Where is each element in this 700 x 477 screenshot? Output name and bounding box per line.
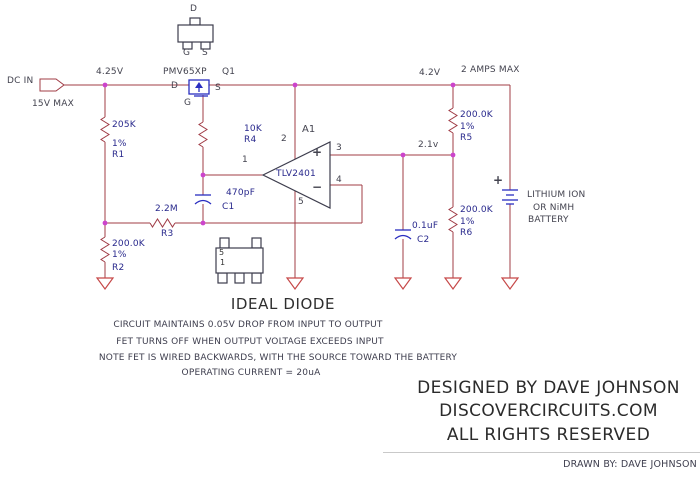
- wires: [64, 84, 511, 278]
- r3-ref: R3: [161, 229, 174, 239]
- q1-ref: Q1: [222, 67, 236, 77]
- pkg-pin-d: D: [190, 4, 198, 14]
- c1-ref: C1: [222, 202, 235, 212]
- dc-in-max: 15V MAX: [32, 99, 74, 109]
- battery-plus: +: [493, 173, 504, 187]
- resistor-r3: [149, 218, 176, 228]
- note-line-1: CIRCUIT MAINTAINS 0.05V DROP FROM INPUT …: [113, 320, 383, 330]
- r2-tol: 1%: [112, 250, 127, 260]
- mid-voltage: 2.1v: [418, 140, 439, 150]
- battery-symbol: [502, 189, 518, 205]
- r6-ref: R6: [460, 228, 473, 238]
- sot23-5-package: [215, 237, 264, 284]
- q1-drain: D: [171, 81, 179, 91]
- opamp-part: TLV2401: [276, 169, 316, 179]
- footer-divider: [383, 452, 700, 453]
- r5-tol: 1%: [460, 122, 475, 132]
- opamp-triangle: [261, 141, 331, 209]
- opamp-pin5: 5: [298, 197, 304, 207]
- sot23-package: [177, 17, 214, 50]
- c1-value: 470pF: [226, 188, 256, 198]
- q1-source: S: [215, 83, 221, 93]
- drawn-by: DRAWN BY: DAVE JOHNSON: [563, 459, 697, 470]
- r2-value: 200.0K: [112, 239, 145, 249]
- pkg-pin-s: S: [202, 48, 208, 58]
- q1-gate: G: [184, 98, 192, 108]
- note-line-3: NOTE FET IS WIRED BACKWARDS, WITH THE SO…: [98, 353, 458, 363]
- r6-value: 200.0K: [460, 205, 493, 215]
- junction-dots: [102, 82, 456, 226]
- r1-value: 205K: [112, 120, 136, 130]
- rights: ALL RIGHTS RESERVED: [446, 425, 651, 445]
- r5-value: 200.0K: [460, 110, 493, 120]
- mosfet-symbol: [188, 79, 210, 97]
- resistor-r5: [448, 107, 458, 134]
- r4-ref: R4: [244, 135, 257, 145]
- dc-in-connector: [39, 78, 65, 92]
- ground-symbols: [96, 277, 519, 290]
- r3-value: 2.2M: [155, 204, 178, 214]
- amps-max: 2 AMPS MAX: [461, 65, 520, 75]
- opamp-pin2: 2: [281, 134, 287, 144]
- note-line-2: FET TURNS OFF WHEN OUTPUT VOLTAGE EXCEED…: [116, 337, 384, 347]
- designed-by: DESIGNED BY DAVE JOHNSON: [417, 378, 680, 398]
- r2-ref: R2: [112, 263, 125, 273]
- opamp-pin3: 3: [336, 143, 342, 153]
- pkg-pin-g: G: [183, 48, 191, 58]
- battery-label-1: LITHIUM ION: [527, 190, 586, 200]
- resistor-r6: [448, 206, 458, 233]
- site-name: DISCOVERCIRCUITS.COM: [439, 401, 658, 421]
- dc-in-label: DC IN: [7, 76, 34, 86]
- note-line-4: OPERATING CURRENT = 20uA: [181, 368, 321, 378]
- c2-ref: C2: [417, 235, 430, 245]
- ic-pin5: 5: [219, 248, 225, 257]
- opamp-minus-input: −: [312, 180, 323, 194]
- q1-part: PMV65XP: [163, 67, 207, 77]
- r1-ref: R1: [112, 150, 125, 160]
- opamp-pin1: 1: [242, 155, 248, 165]
- opamp-pin4: 4: [336, 175, 342, 185]
- c2-value: 0.1uF: [412, 221, 439, 231]
- ic-pin1: 1: [220, 258, 226, 267]
- capacitor-c2: [394, 229, 412, 240]
- battery-label-2: OR NiMH: [533, 203, 575, 213]
- output-voltage: 4.2V: [419, 68, 441, 78]
- opamp-ref: A1: [302, 124, 316, 135]
- resistor-r2: [100, 236, 110, 263]
- capacitor-c1: [194, 194, 212, 205]
- r6-tol: 1%: [460, 217, 475, 227]
- opamp-plus-input: +: [312, 145, 323, 159]
- r1-tol: 1%: [112, 139, 127, 149]
- resistor-r1: [100, 116, 110, 143]
- r5-ref: R5: [460, 133, 473, 143]
- input-voltage: 4.25V: [96, 67, 124, 77]
- resistor-r4: [198, 121, 208, 148]
- r4-value: 10K: [244, 124, 262, 134]
- battery-label-3: BATTERY: [528, 215, 569, 225]
- circuit-title: IDEAL DIODE: [230, 295, 336, 313]
